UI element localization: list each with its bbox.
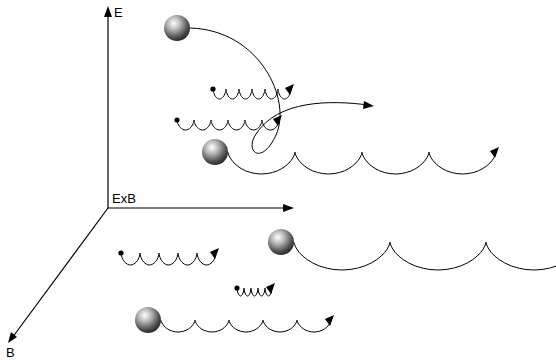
ion: [135, 307, 161, 333]
arrowhead: [273, 115, 282, 126]
arrowhead: [363, 101, 374, 109]
axis-label: B: [6, 346, 15, 359]
exb-axis: [108, 207, 288, 208]
arrowhead: [8, 332, 17, 343]
cycloid-trajectories: [121, 84, 556, 332]
cycloid-path: [177, 120, 279, 130]
cycloid-path: [161, 320, 331, 332]
electron: [174, 117, 179, 122]
axis-label: ExB: [112, 192, 136, 205]
ion: [268, 229, 294, 255]
ion-trajectory: [190, 28, 368, 153]
arrowhead: [104, 6, 112, 17]
electron: [234, 285, 239, 290]
cycloid-path: [237, 288, 272, 296]
electron: [210, 86, 215, 91]
ion: [164, 15, 190, 41]
arrowhead: [210, 248, 219, 259]
electron: [118, 250, 123, 255]
e-axis: [107, 12, 108, 208]
ion: [202, 139, 228, 165]
b-axis: [12, 208, 108, 338]
axis-label: E: [114, 6, 123, 19]
arrowhead: [285, 84, 294, 95]
axes: [12, 12, 288, 338]
axis-heads: [8, 6, 294, 343]
particles: [118, 15, 294, 333]
cycloid-path: [228, 152, 496, 174]
cycloid-path: [121, 253, 216, 265]
arrowhead: [266, 283, 275, 294]
arrowhead: [325, 315, 334, 326]
cycloid-path: [294, 242, 556, 270]
arrowhead: [490, 147, 499, 158]
arrowhead: [283, 204, 294, 212]
cycloid-path: [213, 89, 291, 99]
